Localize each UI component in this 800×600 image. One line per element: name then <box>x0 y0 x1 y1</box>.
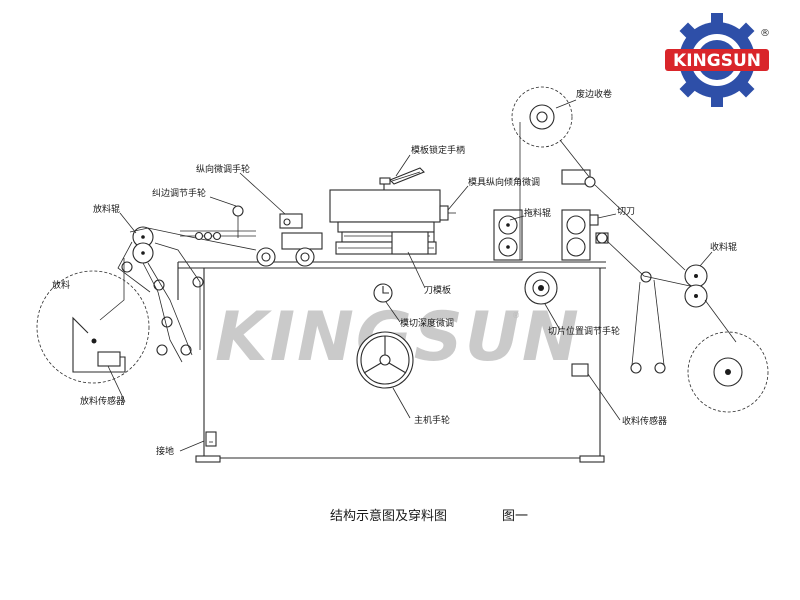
pull-rollers <box>493 209 523 261</box>
caption: 结构示意图及穿料图 图一 <box>330 508 528 524</box>
label-ground: 接地 <box>156 445 174 457</box>
label-die-angle-adjust: 模具纵向倾角微调 <box>468 176 540 188</box>
edge-correction-assembly <box>180 205 323 267</box>
main-handwheel <box>356 331 414 389</box>
rewind-roll <box>571 331 769 413</box>
label-cut-depth-adjust: 模切深度微调 <box>400 317 454 329</box>
waste-rewind <box>511 86 596 260</box>
label-cut-position-wheel: 切片位置调节手轮 <box>548 325 620 337</box>
label-cutter: 切刀 <box>617 206 635 217</box>
label-rewind-sensor: 收料传感器 <box>622 415 667 427</box>
labels: 废边收卷 模板锁定手柄 纵向微调手轮 模具纵向倾角微调 纠边调节手轮 拖料辊 切… <box>52 88 737 457</box>
label-waste-rewind: 废边收卷 <box>576 88 612 100</box>
label-rewind-roller: 收料辊 <box>710 241 737 253</box>
kingsun-logo: KINGSUN ® <box>665 13 770 107</box>
label-edge-correction-wheel: 纠边调节手轮 <box>152 187 206 199</box>
watermark-registered-mark: ® <box>512 311 520 320</box>
label-template-lock-handle: 模板锁定手柄 <box>411 144 465 156</box>
label-longitudinal-fine-wheel: 纵向微调手轮 <box>196 163 250 175</box>
registered-mark: ® <box>760 28 770 39</box>
caption-title: 结构示意图及穿料图 <box>330 508 447 524</box>
label-pull-roller: 拖料辊 <box>524 207 551 219</box>
ground-icon <box>205 431 217 447</box>
rewind-rollers <box>594 184 737 374</box>
label-unwind: 放料 <box>52 279 70 291</box>
logo-text: KINGSUN <box>673 51 761 71</box>
cut-position-wheel <box>524 271 558 305</box>
leader-lines <box>107 99 713 452</box>
caption-figure: 图一 <box>502 509 528 524</box>
label-main-handwheel: 主机手轮 <box>414 414 450 426</box>
label-unwind-roller: 放料辊 <box>93 203 120 215</box>
die-cut-unit <box>329 167 456 255</box>
cut-depth-gauge <box>373 283 393 303</box>
label-blade-plate: 刀模板 <box>424 284 451 296</box>
unwind-roll <box>36 270 150 384</box>
unwind-rollers <box>99 226 257 363</box>
label-unwind-sensor: 放料传感器 <box>80 395 125 407</box>
cutter-unit <box>561 169 609 261</box>
machine-frame <box>177 261 606 463</box>
